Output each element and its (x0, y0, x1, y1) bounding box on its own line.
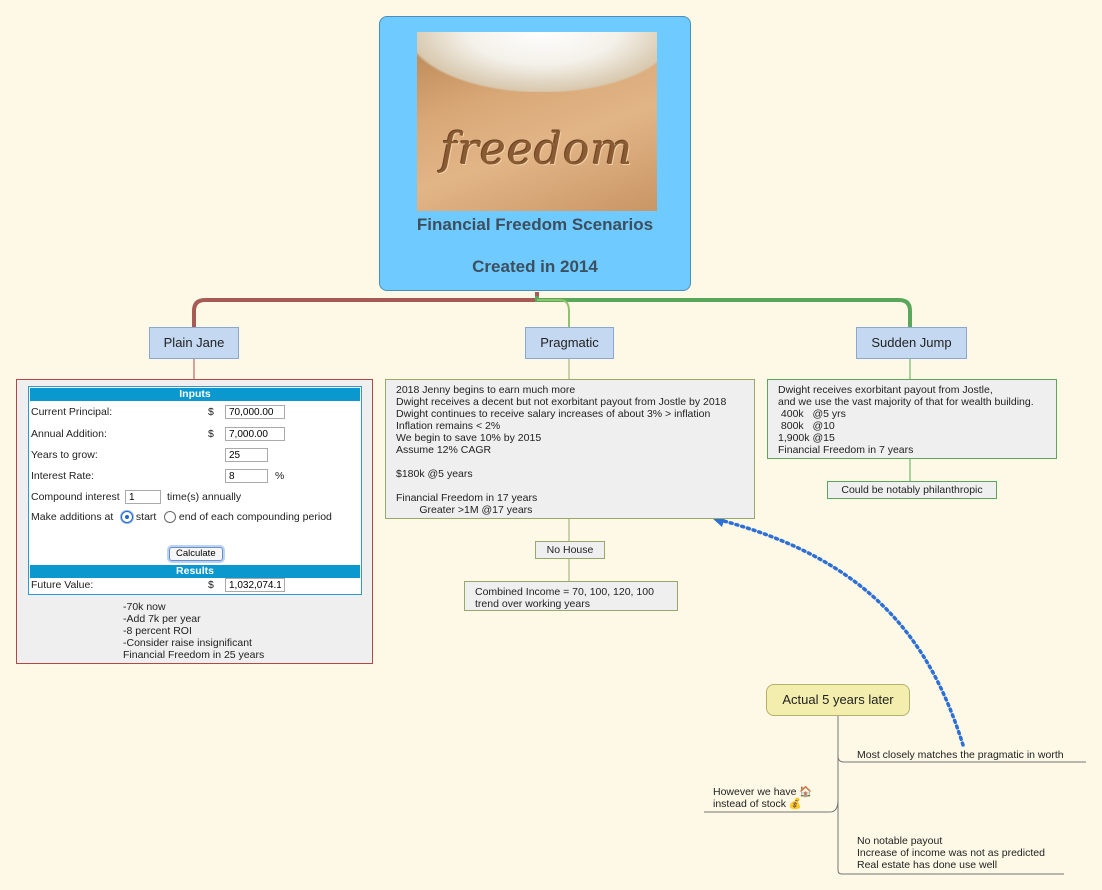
branch-pragmatic (537, 299, 570, 327)
option-start-label: start (135, 511, 157, 523)
no-house-node[interactable]: No House (535, 541, 605, 559)
compound-suffix: time(s) annually (167, 491, 242, 503)
root-subtitle: Created in 2014 (472, 257, 598, 276)
radio-start[interactable] (121, 511, 133, 524)
actual-however-note[interactable]: However we have 🏠 instead of stock 💰 (713, 786, 813, 810)
results-header: Results (30, 565, 360, 578)
philanthropic-node[interactable]: Could be notably philanthropic (827, 481, 997, 499)
current-principal-label: Current Principal: (31, 406, 113, 418)
link-actual-however (704, 799, 839, 813)
radio-end[interactable] (164, 511, 176, 524)
additions-label: Make additions at (31, 511, 114, 523)
annual-addition-label: Annual Addition: (31, 428, 107, 440)
link-actual-outcomes (837, 716, 1064, 875)
option-end-label: end of each compounding period (178, 511, 332, 523)
pragmatic-details[interactable]: 2018 Jenny begins to earn much more Dwig… (385, 379, 755, 519)
actual-matches-note[interactable]: Most closely matches the pragmatic in wo… (857, 749, 1064, 761)
calculate-button[interactable]: Calculate (169, 547, 223, 561)
interest-input[interactable] (225, 469, 268, 483)
link-actual-matches (837, 755, 1086, 763)
future-value-currency: $ (208, 579, 214, 591)
topic-pragmatic[interactable]: Pragmatic (525, 327, 614, 359)
option-start[interactable]: start (121, 507, 156, 527)
branch-sudden-jump (535, 296, 912, 327)
future-value-label: Future Value: (31, 579, 94, 591)
actual-5-years-topic[interactable]: Actual 5 years later (766, 684, 910, 716)
interest-label: Interest Rate: (31, 470, 95, 482)
interest-unit: % (275, 470, 285, 482)
root-title: Financial Freedom Scenarios (416, 215, 654, 234)
current-principal-currency: $ (208, 406, 214, 418)
compound-input[interactable] (125, 490, 161, 504)
plain-jane-calculator-card[interactable]: Inputs Current Principal: $ Annual Addit… (16, 379, 373, 664)
topic-plain-jane[interactable]: Plain Jane (149, 327, 239, 359)
years-label: Years to grow: (31, 449, 98, 461)
dotted-arrow (718, 518, 965, 747)
years-input[interactable] (225, 448, 268, 462)
freedom-sand-image: freedom (417, 32, 657, 211)
sudden-jump-details[interactable]: Dwight receives exorbitant payout from J… (767, 379, 1057, 459)
sand-word: freedom (440, 124, 634, 175)
wave-foam (417, 32, 657, 92)
branch-plain-jane (192, 292, 539, 327)
topic-sudden-jump[interactable]: Sudden Jump (856, 327, 967, 359)
compound-label: Compound interest (31, 491, 120, 503)
plain-jane-notes: -70k now -Add 7k per year -8 percent ROI… (123, 601, 265, 661)
root-topic[interactable]: freedom Financial Freedom Scenarios Crea… (379, 16, 691, 291)
annual-addition-currency: $ (208, 428, 214, 440)
actual-outcomes-note[interactable]: No notable payout Increase of income was… (857, 835, 1045, 871)
future-value-output (225, 578, 285, 592)
current-principal-input[interactable] (225, 405, 285, 419)
compound-calculator: Inputs Current Principal: $ Annual Addit… (28, 386, 362, 595)
combined-income-node[interactable]: Combined Income = 70, 100, 120, 100 tren… (464, 581, 678, 611)
annual-addition-input[interactable] (225, 427, 285, 441)
inputs-header: Inputs (30, 388, 360, 401)
option-end[interactable]: end of each compounding period (164, 507, 332, 527)
